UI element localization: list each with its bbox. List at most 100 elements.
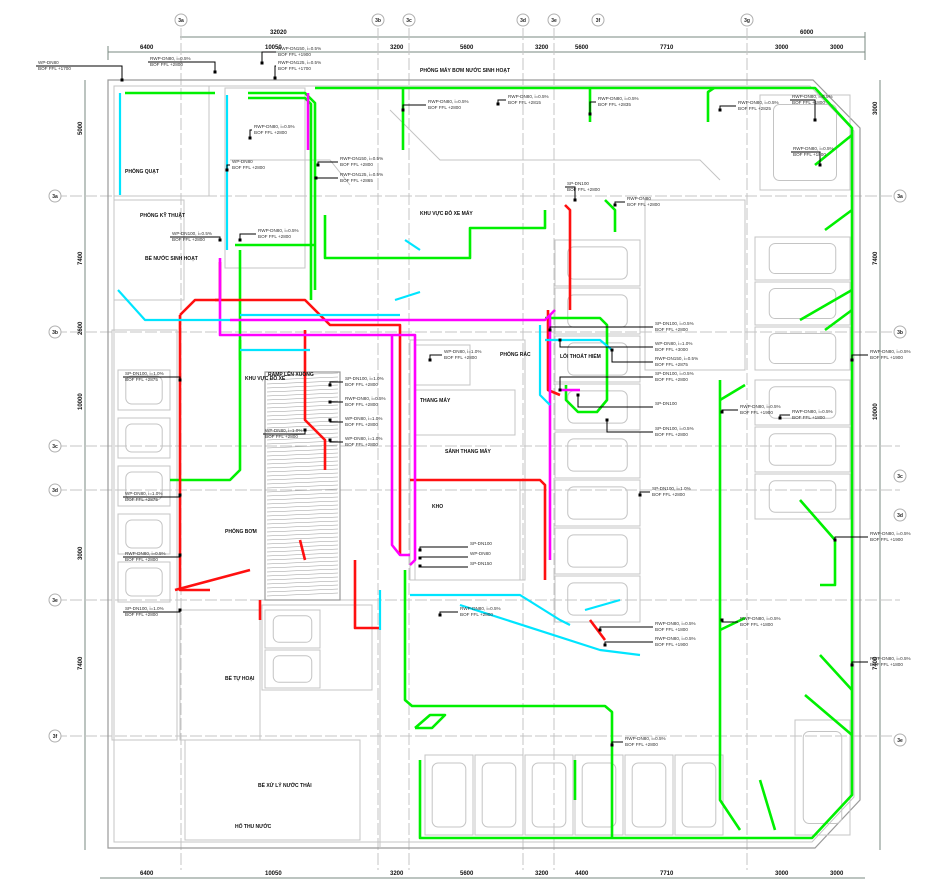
stall-outline [424,754,474,836]
room-label: HỐ THU NƯỚC [235,822,272,830]
pipe-elevation: BOF FFL +1800 [655,627,688,632]
axis-label: 3e [897,738,903,744]
axis-label: 3b [52,330,58,336]
stall-outline [754,379,851,426]
stall-outline [554,527,641,575]
car-icon [773,104,837,181]
dimension-text: 10000 [78,393,84,410]
car-icon [567,582,628,616]
pipe-sp [410,478,547,580]
pipe-rwp [824,208,853,232]
room-label: SẢNH THANG MÁY [445,448,491,455]
dimension-text: 3000 [830,45,844,51]
room-label: KHU VỰC ĐỖ XE MÁY [420,210,473,217]
pipe-label: WP-DN100, i=0.5% [172,231,212,236]
axis-label: 3c [897,474,903,480]
stall-outline [554,575,641,623]
room-label: PHÒNG QUẠT [125,167,159,175]
pipe-rwp [804,694,853,736]
dimension-text: 7400 [873,251,879,265]
pipe-annotation: SP-DN100, i=1.0%BOF FFL +2800 [328,376,384,387]
pipe-rwp [248,91,317,290]
pipe-elevation: BOF FFL +1800 [870,662,903,667]
axis-circle [48,729,62,743]
pipe-elevation: BOF FFL +2800 [345,442,378,447]
dimension-text: 5000 [78,121,84,135]
dimension-text: 6000 [800,30,814,36]
leader-marker [328,438,332,442]
pipe-annotation: WP-DN100, i=0.5%BOF FFL +2800 [170,231,222,242]
pipe-label: RWP-DN80, i=0.5% [125,551,166,556]
parking-stall [554,431,641,479]
leader-line [604,641,653,645]
axis-label: 3c [406,18,412,24]
hatch-line [266,476,339,481]
dimension-text: 5600 [575,45,589,51]
parking-stall [554,575,641,623]
stall-outline [794,719,851,836]
pipe-rwp [414,713,447,730]
pipe-annotation: RWP-DN80, i=0.5%BOF FFL +1900 [833,531,911,542]
leader-marker [178,553,182,557]
axis-circle [402,13,416,27]
pipe-annotation: RWP-DN80, i=0.5%BOF FFL +2800 [328,396,386,407]
dimension-text: 10050 [265,45,282,51]
pipe-cw [410,593,571,626]
leader-line [317,161,338,165]
pipe-elevation: BOF FFL +2800 [258,234,291,239]
pipe-elevation: BOF FFL +2800 [150,62,183,67]
parking-stall [264,609,321,649]
pipe-label: WP-DN80 [470,551,491,556]
parking-stall [754,326,851,371]
room-label: PHÒNG BƠM [225,527,257,535]
axis-bubble: 3e [547,13,561,27]
pipe-elevation: BOF FFL +2875 [655,362,688,367]
pipe-rwp [719,383,746,402]
pipe-label: RWP-DN80, i=0.5% [793,146,834,151]
hatch-line [266,496,339,501]
pipe-rwp [719,616,746,632]
pipe-label: RWP-DN80, i=0.5% [625,736,666,741]
leader-marker [120,78,124,82]
pipe-sp [178,315,210,592]
stall-outline [754,426,851,473]
axis-circle [893,733,907,747]
axis-circle [48,593,62,607]
axis-circle [48,439,62,453]
stall-outline [264,649,321,689]
car-icon [631,762,667,828]
room-label: PHÒNG MÁY BƠM NƯỚC SINH HOẠT [420,66,510,74]
leader-marker [418,564,422,568]
leader-marker [603,643,607,647]
dimension-text: 6400 [140,871,154,877]
axis-bubble: 3e [893,733,907,747]
car-icon [768,287,837,320]
pipe-elevation: BOF FFL +1900 [655,642,688,647]
pipe-label: SP-DN100, i=1.0% [652,486,691,491]
pipe-label: RWP-DN125, i=0.5% [278,60,321,65]
car-icon [768,480,837,513]
pipe-elevation: BOF FFL +2800 [655,432,688,437]
axis-circle [48,189,62,203]
dimension-text: 3200 [390,871,404,877]
parking-stall [754,426,851,473]
pipe-cw [117,289,230,322]
dimension-text: 5600 [460,871,474,877]
pipe-elevation: BOF FFL +2800 [254,130,287,135]
axis-circle [893,469,907,483]
leader-marker [613,203,617,207]
leader-line [611,350,653,363]
axis-label: 3a [897,194,903,200]
car-icon [567,438,628,472]
leader-marker [316,163,320,167]
parking-stalls [117,94,851,836]
pipe-rwp [323,210,547,260]
hatch-line [266,376,339,381]
hatch-line [266,480,339,485]
pipe-rwp [819,654,853,691]
dimension-text: 3200 [390,45,404,51]
dimension-text: 3200 [535,871,549,877]
hatch-line [266,464,339,469]
